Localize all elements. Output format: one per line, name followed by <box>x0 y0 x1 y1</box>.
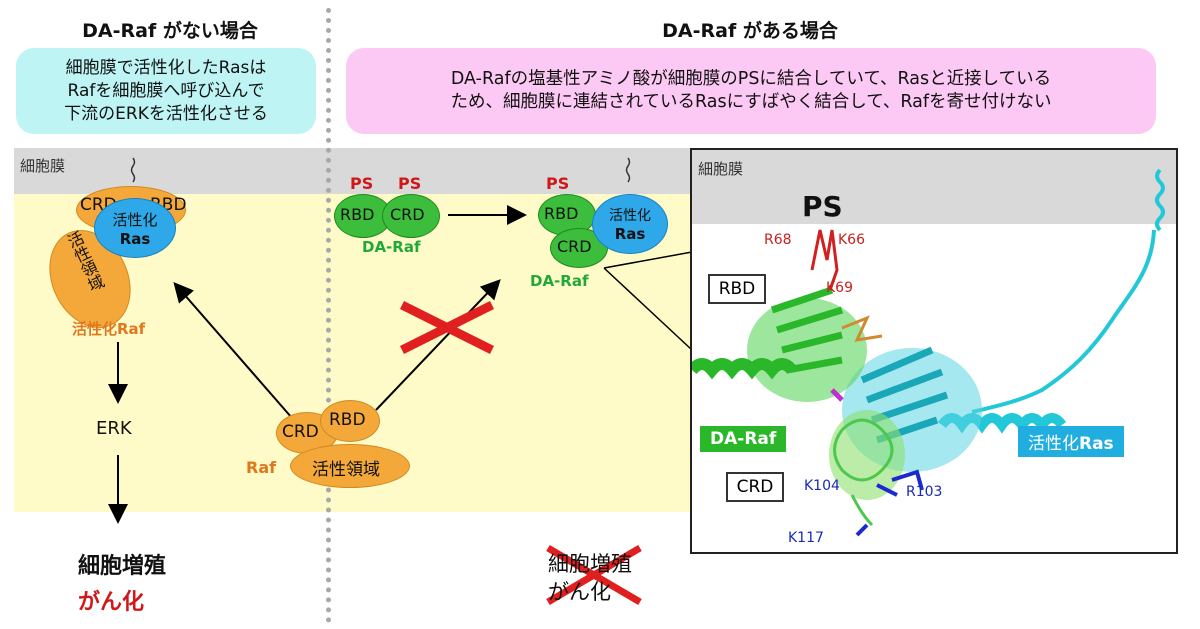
callout-line-lower <box>603 267 693 351</box>
left-active-ras: 活性化 Ras <box>94 198 176 258</box>
callout-line-upper <box>603 251 693 269</box>
daraf-ps-1: PS <box>350 174 374 193</box>
right-note-line2: ため、細胞膜に連結されているRasにすばやく結合して、Rafを寄せ付けない <box>450 92 1052 112</box>
right-note-line1: DA-Rafの塩基性アミノ酸が細胞膜のPSに結合していて、Rasと近接している <box>450 69 1052 89</box>
daraf-crd-core <box>829 410 905 500</box>
divider-line <box>326 8 331 623</box>
residue-r103: R103 <box>906 484 943 500</box>
arrow-raf-to-daraf-complex <box>375 279 501 411</box>
left-note: 細胞膜で活性化したRasは Rafを細胞膜へ呼び込んで 下流のERKを活性化させ… <box>16 48 316 134</box>
inset-membrane-band <box>692 150 1176 224</box>
residue-k117: K117 <box>788 530 824 546</box>
inset-ras-prefix: 活性化 <box>1028 434 1079 454</box>
daraf-helix <box>692 358 797 380</box>
cross-line-2 <box>399 300 495 355</box>
daraf-label-alone: DA-Raf <box>362 238 421 256</box>
residue-k69: K69 <box>826 280 853 296</box>
residue-k66: K66 <box>838 232 865 248</box>
daraf-crd-loops <box>833 418 894 527</box>
raf-kinase-blob <box>290 444 410 488</box>
complex-rbd-label: RBD <box>544 204 579 223</box>
complex-crd-label: CRD <box>557 237 592 256</box>
right-result-cancer: がん化 <box>548 580 611 604</box>
complex-active-ras: 活性化 Ras <box>592 194 668 254</box>
crd-basic-residues <box>855 469 924 537</box>
right-heading: DA-Raf がある場合 <box>662 20 838 42</box>
result-cross-2 <box>546 544 642 606</box>
left-ras-line2: Ras <box>119 229 151 248</box>
daraf-crd-label: CRD <box>390 205 425 224</box>
daraf-strands <box>770 286 844 374</box>
left-heading: DA-Raf がない場合 <box>82 20 258 42</box>
ras-lipid-tail-left <box>130 157 136 183</box>
right-result-proliferation: 細胞増殖 <box>548 552 632 576</box>
ras-tail <box>971 168 1165 414</box>
daraf-crd-blob <box>382 194 440 238</box>
raf-label: Raf <box>246 458 277 477</box>
residue-r68: R68 <box>764 232 792 248</box>
protein-structure <box>692 168 1165 537</box>
raf-kinase-label: 活性領域 <box>312 460 380 480</box>
raf-crd-label: CRD <box>282 422 319 442</box>
ras-lipid-tail-right <box>625 157 631 183</box>
inset-membrane-label: 細胞膜 <box>698 160 744 178</box>
ras-strands <box>860 346 949 444</box>
left-note-line3: 下流のERKを活性化させる <box>64 103 268 124</box>
right-note: DA-Rafの塩基性アミノ酸が細胞膜のPSに結合していて、Rasと近接している … <box>346 48 1156 134</box>
inset-crd-box: CRD <box>726 472 784 502</box>
gtp-ligand <box>841 315 883 342</box>
inset-daraf-tag: DA-Raf <box>700 426 787 452</box>
complex-ras-line1: 活性化 <box>609 208 651 224</box>
left-note-line2: Rafを細胞膜へ呼び込んで <box>67 80 265 101</box>
inset-rbd-box: RBD <box>708 274 766 304</box>
daraf-ps-2: PS <box>398 174 422 193</box>
complex-ps: PS <box>546 174 570 193</box>
membrane-label-left: 細胞膜 <box>20 157 66 175</box>
inset-active-ras-tag: 活性化Ras <box>1018 426 1124 457</box>
erk-label: ERK <box>96 418 132 439</box>
magenta-residue <box>830 388 844 402</box>
left-result-proliferation: 細胞増殖 <box>78 554 167 579</box>
left-result-cancer: がん化 <box>78 590 145 615</box>
daraf-rbd-core <box>747 298 867 402</box>
daraf-label-complex: DA-Raf <box>530 272 589 290</box>
raf-rbd-label: RBD <box>329 410 366 430</box>
ps-binding-loop <box>810 229 839 291</box>
inset-ras-suffix: Ras <box>1079 434 1114 454</box>
complex-ras-line2: Ras <box>614 225 646 243</box>
daraf-rbd-label: RBD <box>340 205 375 224</box>
raf-rbd-blob <box>320 400 380 442</box>
left-note-line1: 細胞膜で活性化したRasは <box>65 57 267 78</box>
residue-k104: K104 <box>804 478 840 494</box>
active-raf-label: 活性化Raf <box>72 320 146 338</box>
arrow-raf-to-ras <box>173 281 293 419</box>
structure-inset: 細胞膜 PS RBD CRD DA-Raf 活性化Ras R68 K66 K69… <box>690 148 1178 554</box>
left-ras-line1: 活性化 <box>112 210 158 229</box>
inset-ps-label: PS <box>802 190 843 223</box>
